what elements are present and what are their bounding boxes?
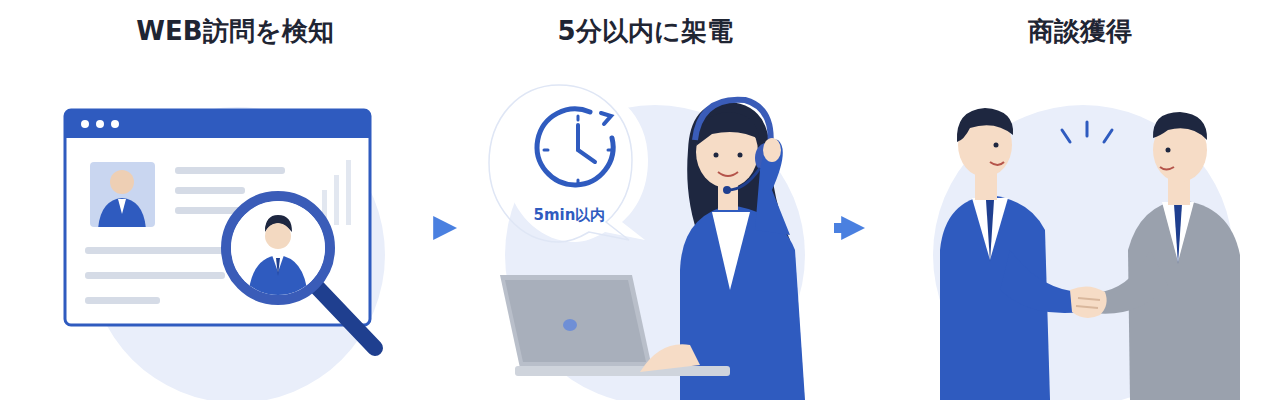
clock-icon	[537, 109, 613, 185]
step-panel: 5分以内に架電 5min以内	[462, 0, 828, 400]
flow-arrow	[834, 223, 846, 233]
speech-bubble-node: 5min以内	[489, 85, 650, 245]
step-heading: 5分以内に架電	[462, 0, 828, 49]
step-panel: WEB訪問を検知	[42, 0, 428, 400]
laptop	[500, 275, 730, 376]
flow-arrow	[434, 223, 438, 233]
step-panel: 商談獲得	[872, 0, 1280, 400]
step-heading: WEB訪問を検知	[42, 0, 428, 49]
operator-figure	[680, 100, 805, 400]
step-heading: 商談獲得	[872, 0, 1280, 49]
magnifier	[226, 196, 375, 348]
handshake-figures	[940, 108, 1240, 400]
time-label: 5min以内	[489, 206, 650, 225]
sparkle	[1062, 122, 1112, 142]
